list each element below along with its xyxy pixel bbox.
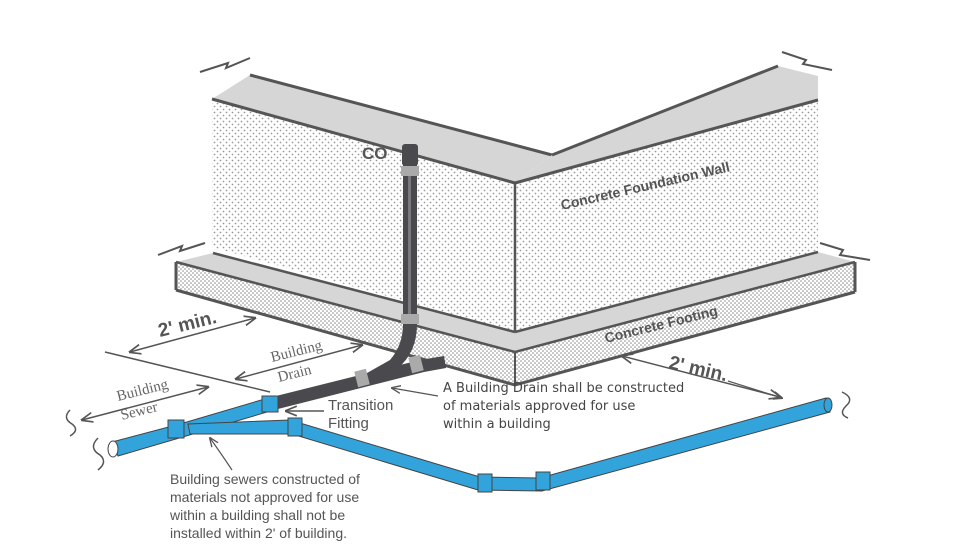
building-sewer-pipe <box>107 395 833 493</box>
transition-fitting-label-1: Transition <box>328 397 393 414</box>
dim-line-right <box>622 356 780 397</box>
sewer-note-line: materials not approved for use <box>170 489 359 505</box>
break-mark-footing-right <box>819 242 871 261</box>
foundation-wall-right <box>513 64 819 332</box>
building-sewer-label-1: Building <box>115 377 170 405</box>
drain-note-arrow-right <box>727 380 782 398</box>
dim-line-left <box>130 318 255 352</box>
break-mark-top-left <box>199 57 251 73</box>
drain-note-line: within a building <box>443 417 551 432</box>
drain-note-arrow-left <box>392 388 439 397</box>
drain-note-line: of materials approved for use <box>443 399 635 414</box>
break-squiggle-left-upper <box>65 409 77 437</box>
building-drain-label-1: Building <box>269 338 324 366</box>
concrete-footing <box>174 250 857 387</box>
sewer-note-line: Building sewers constructed of <box>170 471 360 487</box>
break-squiggle-left-lower <box>92 437 105 471</box>
drain-note-line: A Building Drain shall be constructed <box>443 381 684 396</box>
drain-extent-arrow <box>236 345 362 379</box>
transition-fitting-label-2: Fitting <box>328 415 369 432</box>
foundation-wall-left <box>211 73 553 332</box>
break-squiggle-right <box>841 391 851 419</box>
break-mark-footing-left <box>157 242 206 256</box>
sewer-note-line: within a building shall not be <box>169 507 345 523</box>
building-sewer-note: Building sewers constructed of materials… <box>169 471 360 541</box>
sewer-note-arrow <box>210 438 233 471</box>
break-mark-top-right <box>781 51 833 71</box>
building-line-left <box>104 351 271 393</box>
building-drain-note: A Building Drain shall be constructed of… <box>443 381 684 432</box>
cleanout-label: CO <box>362 144 388 163</box>
sewer-note-line: installed within 2' of building. <box>170 525 347 541</box>
cleanout-riser <box>360 144 419 384</box>
building-drain-label-2: Drain <box>276 362 313 386</box>
sewer-extent-arrow <box>82 387 208 420</box>
